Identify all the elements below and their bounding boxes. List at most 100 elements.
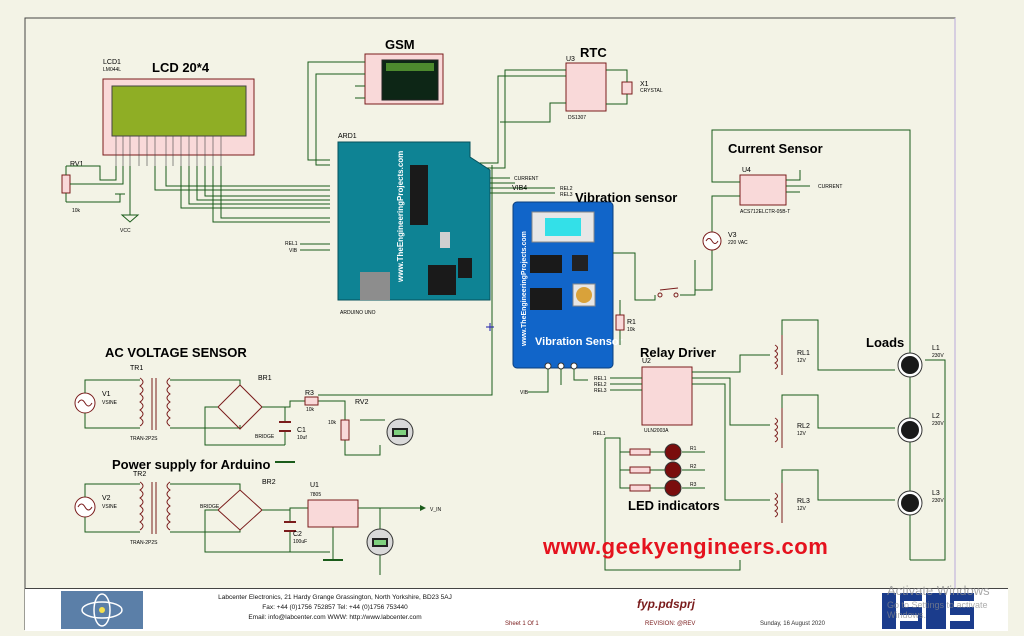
rv2-value: 10k <box>328 420 337 426</box>
r1-value: 10k <box>627 327 636 333</box>
led-r1-ref: R1 <box>690 446 697 452</box>
vibration-sensor-board[interactable] <box>512 201 614 370</box>
current-sensor-title: Current Sensor <box>728 141 823 156</box>
rv1-ref: RV1 <box>70 161 84 168</box>
vibration-title: Vibration sensor <box>575 190 677 205</box>
sheet-number: Sheet 1 Of 1 <box>505 621 539 627</box>
tr1-part: TRAN-2P2S <box>130 436 158 442</box>
lcd-title: LCD 20*4 <box>152 60 210 75</box>
l1-voltage: 230V <box>932 353 944 359</box>
led-1[interactable] <box>664 443 682 461</box>
current-net-arduino: CURRENT <box>514 176 538 182</box>
company-line-3: Email: info@labcenter.com WWW: http://ww… <box>248 614 422 621</box>
v3-ref: V3 <box>728 232 737 239</box>
led-r2-ref: R2 <box>690 464 697 470</box>
v2-ac-source[interactable] <box>74 496 96 518</box>
voltmeter-2[interactable] <box>366 528 394 556</box>
lamp-l2[interactable] <box>897 417 923 443</box>
tr2-ref: TR2 <box>133 471 146 478</box>
switch[interactable] <box>657 287 679 298</box>
br2-bridge[interactable] <box>217 489 263 531</box>
lcd-module[interactable] <box>102 78 255 166</box>
br1-bridge[interactable] <box>217 384 263 430</box>
rtc-part: DS1307 <box>568 115 586 121</box>
led-3[interactable] <box>664 479 682 497</box>
relay-rl1[interactable] <box>774 335 783 375</box>
tr1-transformer[interactable] <box>139 377 171 430</box>
u2-ref: U2 <box>642 358 651 365</box>
led-resistor-3[interactable] <box>629 484 651 492</box>
arduino-part: ARDUINO UNO <box>340 310 376 316</box>
activate-windows-watermark: Activate Windows <box>887 583 990 598</box>
br1-ref: BR1 <box>258 375 272 382</box>
lcd-ref: LCD1 <box>103 59 121 66</box>
c2-ref: C2 <box>293 531 302 538</box>
date: Sunday, 16 August 2020 <box>760 621 825 627</box>
u1-part: 7805 <box>310 492 321 498</box>
rel3-driver-label: REL3 <box>594 388 607 394</box>
c2-value: 100uF <box>293 539 307 545</box>
rv2-ref: RV2 <box>355 399 369 406</box>
lamp-l3[interactable] <box>897 490 923 516</box>
v1-ac-source[interactable] <box>74 392 96 414</box>
revision: REVISION: @REV <box>645 621 696 627</box>
c1-capacitor[interactable] <box>279 421 291 432</box>
relay-rl2[interactable] <box>774 408 783 448</box>
rl1-ref: RL1 <box>797 350 810 357</box>
cursor-crosshair <box>486 323 494 331</box>
c1-value: 10uf <box>297 435 307 441</box>
crystal-part: CRYSTAL <box>640 88 663 94</box>
uln2003-chip[interactable] <box>641 366 693 426</box>
r1-ref: R1 <box>627 319 636 326</box>
c1-ref: C1 <box>297 427 306 434</box>
company-line-1: Labcenter Electronics, 21 Hardy Grange G… <box>218 594 452 601</box>
rl3-ref: RL3 <box>797 498 810 505</box>
r1-resistor[interactable] <box>615 314 625 331</box>
bridge1-label: BRIDGE <box>255 434 275 440</box>
vib-net-label: VIB <box>520 390 529 396</box>
relay-rl3[interactable] <box>774 483 783 523</box>
l2-voltage: 230V <box>932 421 944 427</box>
arduino-uno[interactable] <box>337 141 491 301</box>
current-sensor-chip[interactable] <box>739 174 787 206</box>
rv1-potentiometer[interactable] <box>61 166 80 202</box>
tr1-ref: TR1 <box>130 365 143 372</box>
vibration-site-text: www.TheEngineeringProjects.com <box>521 231 528 347</box>
power-supply-title: Power supply for Arduino <box>112 457 270 472</box>
website-banner: www.geekyengineers.com <box>543 534 829 559</box>
rel3-label: REL3 <box>560 192 573 198</box>
labcenter-logo <box>61 591 143 629</box>
ists-logo <box>880 589 980 631</box>
l2-ref: L2 <box>932 413 940 420</box>
rl2-voltage: 12V <box>797 431 807 437</box>
led-2[interactable] <box>664 461 682 479</box>
u1-regulator[interactable] <box>307 499 359 528</box>
v-in-label: V_IN <box>430 507 442 513</box>
gsm-module[interactable] <box>364 53 444 105</box>
rv2-potentiometer[interactable] <box>340 419 350 441</box>
tr2-transformer[interactable] <box>139 481 171 534</box>
l3-ref: L3 <box>932 490 940 497</box>
led-r3-ref: R3 <box>690 482 697 488</box>
current-ic-part: ACS712ELCTR-05B-T <box>740 209 790 215</box>
v3-ac-source[interactable] <box>702 231 722 251</box>
lamp-l1[interactable] <box>897 352 923 378</box>
activate-windows-subtext: Go to Settings to activate Windows. <box>887 600 988 620</box>
l3-voltage: 230V <box>932 498 944 504</box>
r3-resistor[interactable] <box>304 396 319 406</box>
gsm-title: GSM <box>385 37 415 52</box>
led-resistor-1[interactable] <box>629 448 651 456</box>
vib-arduino-label: VIB <box>289 248 298 254</box>
rv1-value: 10k <box>72 208 81 214</box>
rtc-chip[interactable] <box>565 62 607 112</box>
c2-capacitor[interactable] <box>284 521 296 532</box>
u2-part: ULN2003A <box>644 428 669 434</box>
led-resistor-2[interactable] <box>629 466 651 474</box>
rl3-voltage: 12V <box>797 506 807 512</box>
voltmeter-1[interactable] <box>386 418 414 446</box>
vcc-label: VCC <box>120 228 131 234</box>
crystal[interactable] <box>621 81 633 95</box>
v2-ref: V2 <box>102 495 111 502</box>
